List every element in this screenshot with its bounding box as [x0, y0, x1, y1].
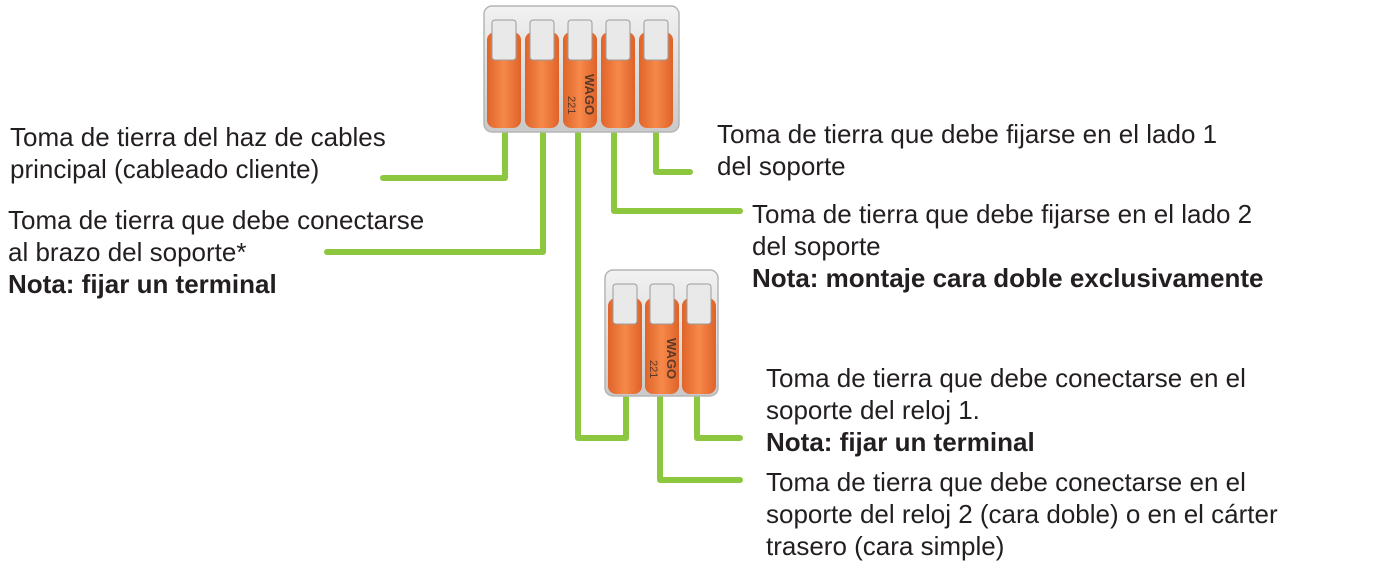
label-line: soporte del reloj 1.: [766, 395, 980, 425]
wire-bracket-arm: [324, 127, 546, 255]
label-line: principal (cableado cliente): [10, 154, 320, 184]
connector-small-brand: WAGO: [664, 338, 679, 379]
clamp-window: [567, 19, 593, 61]
label-clock1: Toma de tierra que debe conectarse en el…: [766, 362, 1246, 458]
label-line: del soporte: [752, 231, 881, 261]
label-line: Toma de tierra que debe conectarse en el: [766, 363, 1246, 393]
clamp-window: [686, 283, 712, 325]
label-note: Nota: fijar un terminal: [766, 427, 1035, 457]
clamp-window: [612, 283, 638, 325]
wires: [324, 127, 743, 483]
wire-to-small-connector: [575, 127, 629, 441]
label-line: Toma de tierra que debe fijarse en el la…: [717, 119, 1218, 149]
label-main-harness: Toma de tierra del haz de cables princip…: [10, 121, 386, 185]
wire-side2: [611, 127, 743, 214]
label-side1: Toma de tierra que debe fijarse en el la…: [717, 118, 1217, 182]
connector-large: WAGO 221: [483, 5, 680, 133]
label-line: Toma de tierra que debe fijarse en el la…: [752, 199, 1253, 229]
clamp-window: [649, 283, 675, 325]
clamp-window: [529, 19, 555, 61]
connector-large-model: 221: [565, 96, 577, 114]
label-line: Toma de tierra que debe conectarse: [8, 205, 425, 235]
label-line: Toma de tierra del haz de cables: [10, 122, 386, 152]
connector-large-brand: WAGO: [582, 74, 597, 115]
label-line: trasero (cara simple): [766, 531, 1005, 561]
label-note: Nota: montaje cara doble exclusivamente: [752, 263, 1264, 293]
wire-clock2: [657, 392, 743, 483]
label-clock2: Toma de tierra que debe conectarse en el…: [766, 466, 1278, 562]
connector-small: WAGO 221: [604, 269, 719, 397]
wire-main-harness: [380, 127, 508, 181]
label-note: Nota: fijar un terminal: [8, 269, 277, 299]
label-line: Toma de tierra que debe conectarse en el: [766, 467, 1246, 497]
label-line: del soporte: [717, 151, 846, 181]
label-line: al brazo del soporte*: [8, 237, 247, 267]
label-bracket-arm: Toma de tierra que debe conectarse al br…: [8, 204, 424, 300]
connector-small-clamps: [612, 283, 712, 325]
clamp-window: [491, 19, 517, 61]
wire-side1: [653, 127, 693, 175]
connector-large-clamps: [491, 19, 669, 61]
wire-clock1: [694, 392, 743, 441]
connector-small-model: 221: [647, 360, 659, 378]
clamp-window: [643, 19, 669, 61]
label-side2: Toma de tierra que debe fijarse en el la…: [752, 198, 1264, 294]
label-line: soporte del reloj 2 (cara doble) o en el…: [766, 499, 1278, 529]
clamp-window: [605, 19, 631, 61]
